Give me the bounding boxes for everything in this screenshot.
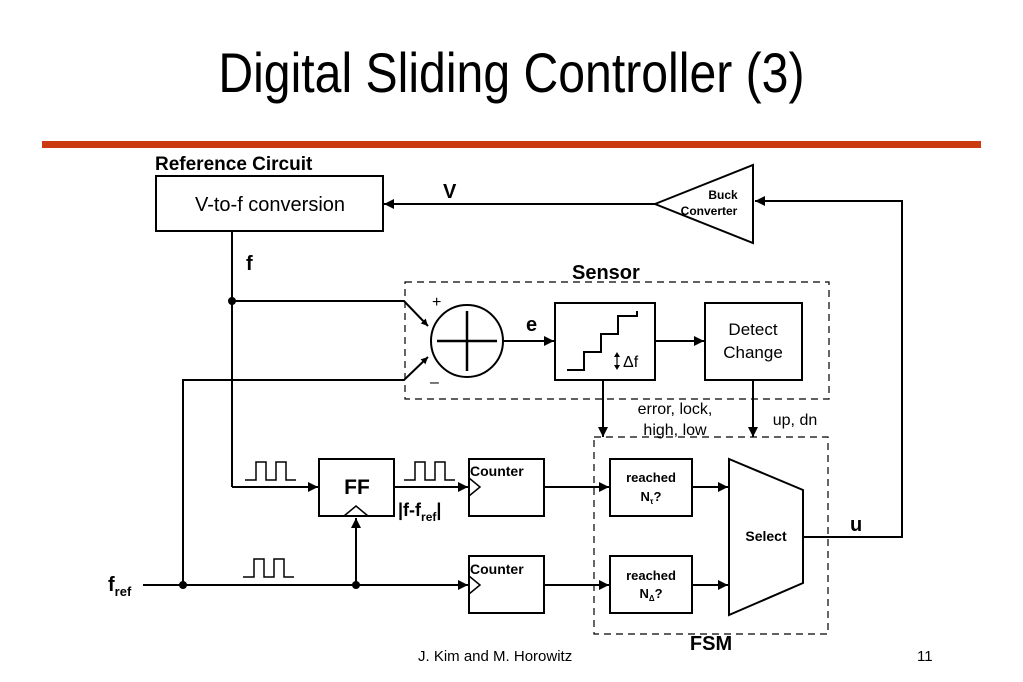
error-lock-label-line2: high, low — [643, 422, 707, 439]
diff-label: |f-fref| — [398, 500, 441, 524]
ff-clock-icon — [343, 505, 369, 517]
plus-sign: + — [432, 294, 441, 311]
reference-circuit-label: Reference Circuit — [155, 154, 313, 175]
footer-author: J. Kim and M. Horowitz — [418, 648, 573, 665]
fref-to-summer-line — [182, 356, 429, 585]
page-number: 11 — [917, 648, 933, 665]
detect-change-line1: Detect — [728, 320, 777, 339]
pulse-waveform-fref — [243, 558, 294, 578]
u-feedback-line — [755, 196, 903, 538]
e-label: e — [526, 314, 537, 336]
counter-bottom-block — [468, 555, 545, 614]
ff-label: FF — [344, 476, 370, 499]
reached-delta-block — [609, 555, 693, 614]
counter-bottom-clock-icon — [468, 575, 482, 595]
reached-delta-line1: reached — [626, 568, 676, 583]
reached-tau-block — [609, 458, 693, 517]
sensor-label: Sensor — [572, 262, 640, 284]
delta-f-label: Δf — [623, 354, 639, 371]
updn-label: up, dn — [773, 412, 817, 429]
fref-label: fref — [108, 574, 132, 599]
vtof-block — [155, 175, 384, 232]
v-label: V — [443, 181, 457, 203]
reached-delta-line2: NΔ? — [639, 586, 662, 603]
sensor-region — [404, 281, 830, 400]
detect-change-line2: Change — [723, 343, 783, 362]
select-mux-block — [728, 457, 804, 617]
f-to-summer-line — [232, 300, 429, 327]
title-divider — [42, 141, 981, 148]
minus-sign: – — [430, 374, 439, 391]
detect-change-block — [704, 302, 803, 381]
buck-converter-block — [652, 163, 754, 245]
quantizer-staircase-icon — [567, 311, 638, 371]
select-label: Select — [745, 528, 787, 544]
counter-top-block — [468, 458, 545, 517]
pulse-waveform-diff — [404, 461, 455, 481]
f-label: f — [246, 253, 253, 275]
reached-tau-line1: reached — [626, 470, 676, 485]
counter-top-clock-icon — [468, 477, 482, 497]
reached-tau-line2: Nτ? — [641, 489, 662, 506]
buck-label-line1: Buck — [708, 188, 738, 202]
quantizer-block — [554, 302, 656, 381]
fsm-label: FSM — [690, 633, 732, 655]
counter-bottom-label: Counter — [470, 561, 524, 577]
slide-title: Digital Sliding Controller (3) — [218, 41, 805, 104]
buck-label-line2: Converter — [681, 204, 738, 218]
u-label: u — [850, 514, 862, 536]
pulse-waveform-f — [245, 461, 296, 481]
counter-top-label: Counter — [470, 463, 524, 479]
vtof-label: V-to-f conversion — [195, 194, 345, 216]
error-lock-label-line1: error, lock, — [638, 401, 713, 418]
